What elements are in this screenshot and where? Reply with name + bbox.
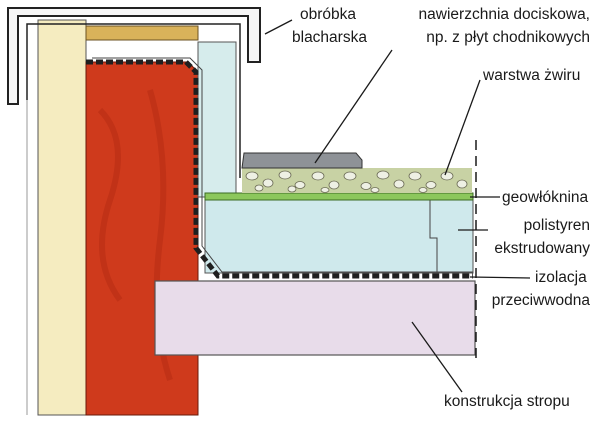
- leader-flashing: [264, 19, 293, 35]
- gravel-stone: [278, 170, 292, 180]
- waterproofing-membrane: [86, 59, 473, 279]
- leader-lines: [264, 19, 531, 393]
- gravel-stone: [311, 171, 325, 181]
- xps-board: [204, 199, 474, 274]
- label-flashing-line1: obróbka: [300, 6, 356, 23]
- gravel-stone: [328, 180, 340, 190]
- label-paving-line1: nawierzchnia dociskowa,: [419, 6, 590, 23]
- leader-slab: [411, 321, 463, 393]
- metal-flashing-inner: [26, 23, 241, 178]
- metal-flashing: [7, 7, 261, 105]
- leader-paving: [314, 49, 393, 164]
- gravel-stone: [440, 171, 454, 181]
- label-waterproofing-line1: izolacja: [535, 269, 587, 286]
- geotextile-layer: [204, 192, 474, 201]
- label-geotextile: geowłóknina: [502, 189, 589, 206]
- gravel-stone: [393, 179, 405, 189]
- label-xps-line1: polistyren: [524, 217, 590, 234]
- gravel-stone: [343, 171, 357, 181]
- gravel-stone: [254, 184, 264, 192]
- gravel-stone: [376, 170, 390, 180]
- gravel-stone: [408, 171, 422, 181]
- xps-joint: [429, 200, 438, 273]
- waterproofing-membrane-edge: [92, 57, 473, 273]
- gravel-layer: [242, 168, 472, 193]
- gravel-stone: [294, 181, 306, 189]
- gravel-stone: [425, 181, 437, 189]
- roof-slab: [154, 280, 476, 356]
- parapet-insulation: [197, 41, 237, 198]
- label-slab: konstrukcja stropu: [444, 393, 570, 410]
- leader-gravel: [444, 79, 481, 176]
- gravel-stone: [287, 185, 297, 193]
- gravel-stone: [245, 171, 259, 181]
- gravel-stone: [262, 178, 274, 188]
- label-gravel: warstwa żwiru: [482, 67, 580, 84]
- wall-plaster: [37, 19, 87, 416]
- gravel-stone: [360, 182, 372, 190]
- label-xps-line2: ekstrudowany: [494, 240, 590, 257]
- leader-waterproofing: [469, 276, 531, 279]
- gravel-stone: [456, 179, 468, 189]
- wood-cap: [85, 25, 199, 41]
- gravel-stones: [245, 170, 468, 193]
- label-paving-line2: np. z płyt chodnikowych: [426, 29, 590, 46]
- paving-slab: [241, 152, 363, 169]
- gravel-stone: [418, 187, 428, 193]
- gravel-stone: [320, 187, 330, 193]
- label-waterproofing-line2: przeciwwodna: [492, 292, 591, 309]
- gravel-stone: [370, 187, 380, 193]
- label-flashing-line2: blacharska: [292, 29, 367, 46]
